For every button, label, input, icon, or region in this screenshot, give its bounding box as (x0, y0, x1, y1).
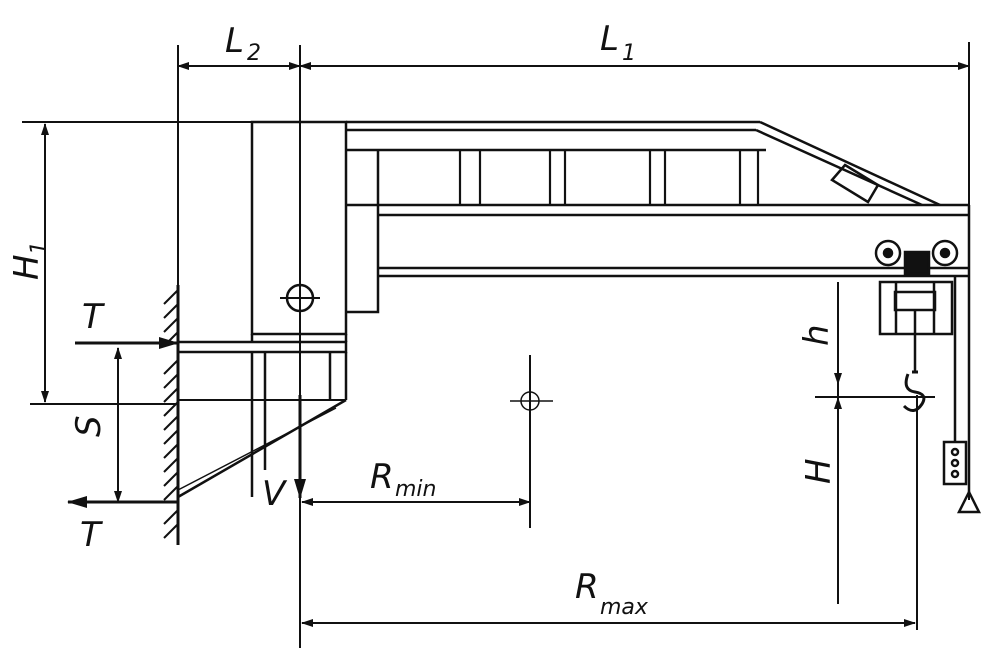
label-Rmax-sub: max (600, 595, 649, 620)
label-L2-main: L (225, 21, 244, 61)
label-T-bottom: T (80, 515, 103, 555)
column (176, 120, 348, 499)
wall (163, 285, 180, 545)
label-Rmin-main: R (370, 457, 394, 497)
label-Rmin-sub: min (395, 477, 437, 502)
label-Rmax-main: R (575, 567, 599, 607)
label-H1: H 1 (7, 241, 52, 280)
pendant-control (942, 276, 982, 514)
label-L1-sub: 1 (622, 41, 636, 66)
dimension-h-H-line (815, 282, 935, 604)
label-H1-main: H (7, 254, 47, 280)
label-L1-main: L (600, 19, 619, 59)
trolley (874, 239, 959, 372)
jib-boom (345, 120, 971, 314)
label-V: V (262, 474, 288, 514)
label-H1-sub: 1 (27, 241, 52, 255)
label-L1: L 1 (600, 19, 636, 66)
force-arrows (67, 337, 306, 508)
label-T-top: T (82, 297, 105, 337)
label-Rmin: R min (370, 457, 437, 502)
hook (902, 370, 926, 412)
label-S: S (69, 415, 109, 437)
label-H: H (799, 458, 839, 484)
dimension-Rmin-line (301, 355, 553, 528)
label-L2-sub: 2 (247, 41, 261, 66)
label-h: h (797, 324, 837, 346)
label-L2: L 2 (225, 21, 261, 66)
label-Rmax: R max (575, 567, 649, 620)
